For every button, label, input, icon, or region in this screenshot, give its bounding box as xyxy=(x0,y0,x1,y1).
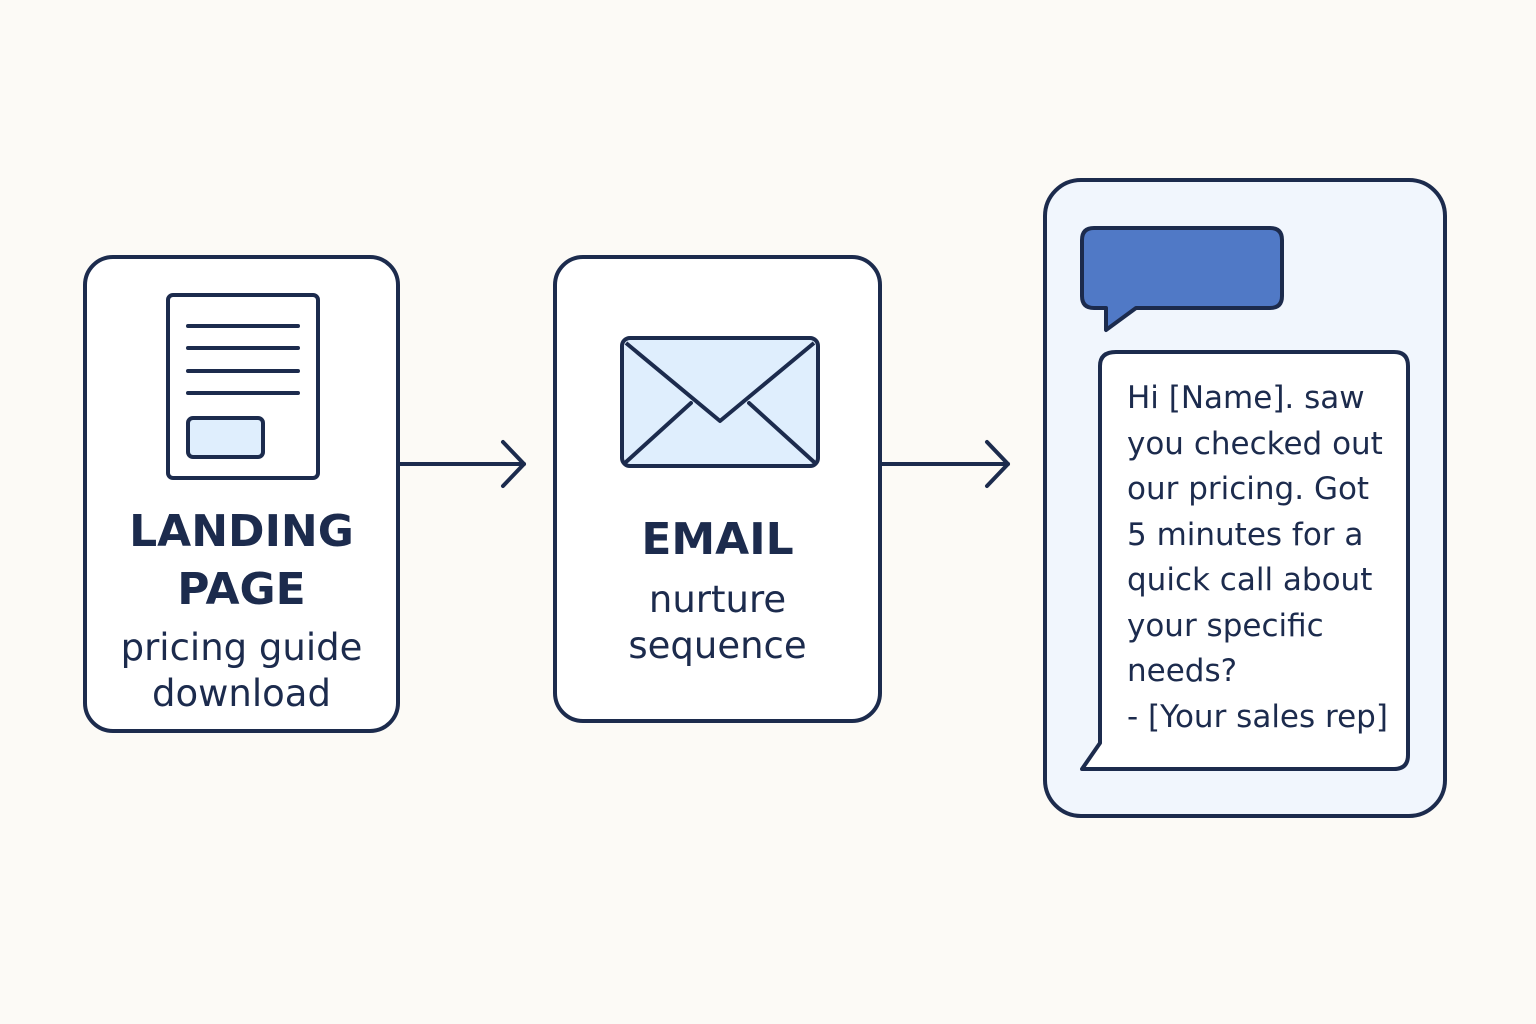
landing-page-subtitle: pricing guide download xyxy=(120,626,363,715)
message-bubble xyxy=(1080,350,1410,771)
landing-page-card: LANDING PAGE pricing guide download xyxy=(83,255,400,733)
document-icon xyxy=(166,293,320,480)
envelope-icon xyxy=(620,336,820,468)
arrow-landing-to-email xyxy=(398,440,526,488)
landing-page-title: LANDING PAGE xyxy=(129,506,354,615)
message-text: Hi [Name]. saw you checked out our prici… xyxy=(1127,380,1388,735)
email-card: EMAIL nurture sequence xyxy=(553,255,882,723)
arrow-email-to-sms xyxy=(880,440,1010,488)
email-title: EMAIL xyxy=(641,514,794,565)
chat-bubble-icon xyxy=(1080,226,1284,332)
email-subtitle: nurture sequence xyxy=(628,578,807,667)
